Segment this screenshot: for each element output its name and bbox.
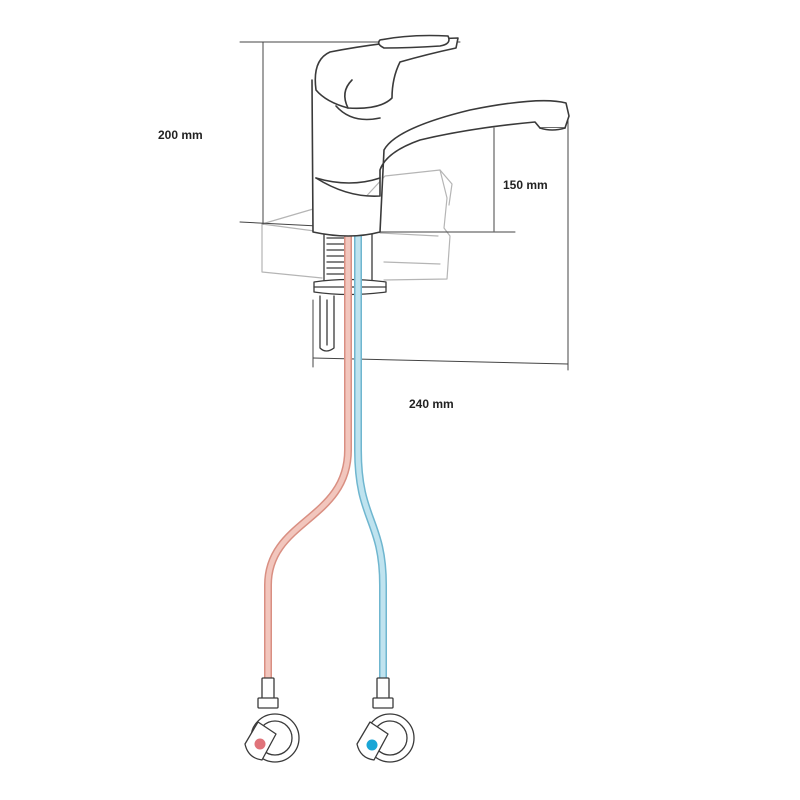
dimension-lines	[239, 41, 569, 371]
lever-tip	[377, 34, 450, 49]
hot-indicator-dot	[254, 738, 266, 750]
aerator	[539, 127, 566, 131]
mounting-shank	[313, 231, 387, 352]
threaded-stud	[319, 295, 335, 352]
faucet-body	[311, 34, 570, 237]
hot-angle-valve	[244, 677, 300, 763]
height-base-extension-line	[239, 221, 319, 227]
spout	[311, 79, 570, 237]
spout-reach-dimension-label: 240 mm	[409, 397, 454, 411]
cold-indicator-dot	[366, 739, 378, 751]
spout-height-dimension-label: 150 mm	[503, 178, 548, 192]
hot-water-hose	[264, 232, 352, 694]
cold-angle-valve	[356, 677, 415, 763]
height-dimension-label: 200 mm	[158, 128, 203, 142]
cold-water-hose	[354, 232, 387, 694]
